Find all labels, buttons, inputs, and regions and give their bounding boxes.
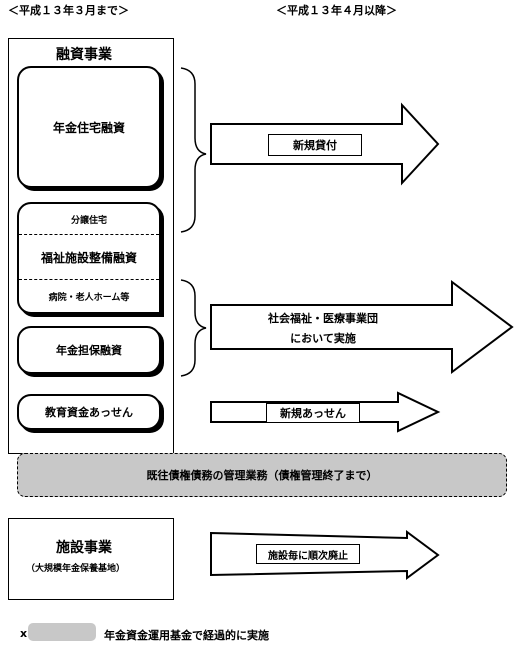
existing-claims-label: 既往債権債務の管理業務（債権管理終了まで） [146, 469, 378, 482]
bunjo-label: 分譲住宅 [70, 215, 107, 226]
abolish-label: 施設毎に順次廃止 [256, 544, 360, 564]
legend-swatch [28, 623, 96, 641]
welfare-label: 福祉施設整備融資 [40, 250, 137, 265]
collateral-loan-box: 年金担保融資 [17, 326, 161, 374]
existing-claims-box: 既往債権債務の管理業務（債権管理終了まで） [17, 453, 507, 497]
housing-loan-label: 年金住宅融資 [52, 120, 125, 135]
loan-business-title: 融資事業 [56, 47, 112, 63]
education-fund-label: 教育資金あっせん [45, 406, 133, 419]
header-after: ＜平成１３年４月以降＞ [276, 4, 397, 17]
facility-business-sub: （大規模年金保養基地） [26, 564, 126, 574]
header-before: ＜平成１３年３月まで＞ [8, 4, 129, 17]
new-assist-label: 新規あっせん [266, 403, 360, 423]
education-fund-box: 教育資金あっせん [17, 394, 161, 430]
facility-business-box [8, 518, 174, 600]
brace-lower [180, 279, 207, 377]
collateral-loan-label: 年金担保融資 [56, 344, 122, 357]
new-loan-label: 新規貸付 [268, 134, 362, 156]
legend-mark: x [20, 627, 28, 640]
social-welfare-label: 社会福祉・医療事業団 において実施 [258, 311, 388, 345]
facility-business-title: 施設事業 [56, 540, 112, 556]
arrow-social-welfare [210, 280, 514, 374]
hospital-label: 病院・老人ホーム等 [48, 292, 130, 303]
housing-loan-box: 年金住宅融資 [17, 66, 161, 188]
social-welfare-line2: において実施 [290, 332, 356, 345]
welfare-facility-box: 分譲住宅 福祉施設整備融資 病院・老人ホーム等 [17, 202, 161, 314]
divider-bottom [19, 279, 159, 280]
legend-text: 年金資金運用基金で経過的に実施 [104, 629, 269, 642]
social-welfare-line1: 社会福祉・医療事業団 [268, 312, 378, 325]
brace-upper [180, 67, 207, 233]
divider-top [19, 234, 159, 235]
